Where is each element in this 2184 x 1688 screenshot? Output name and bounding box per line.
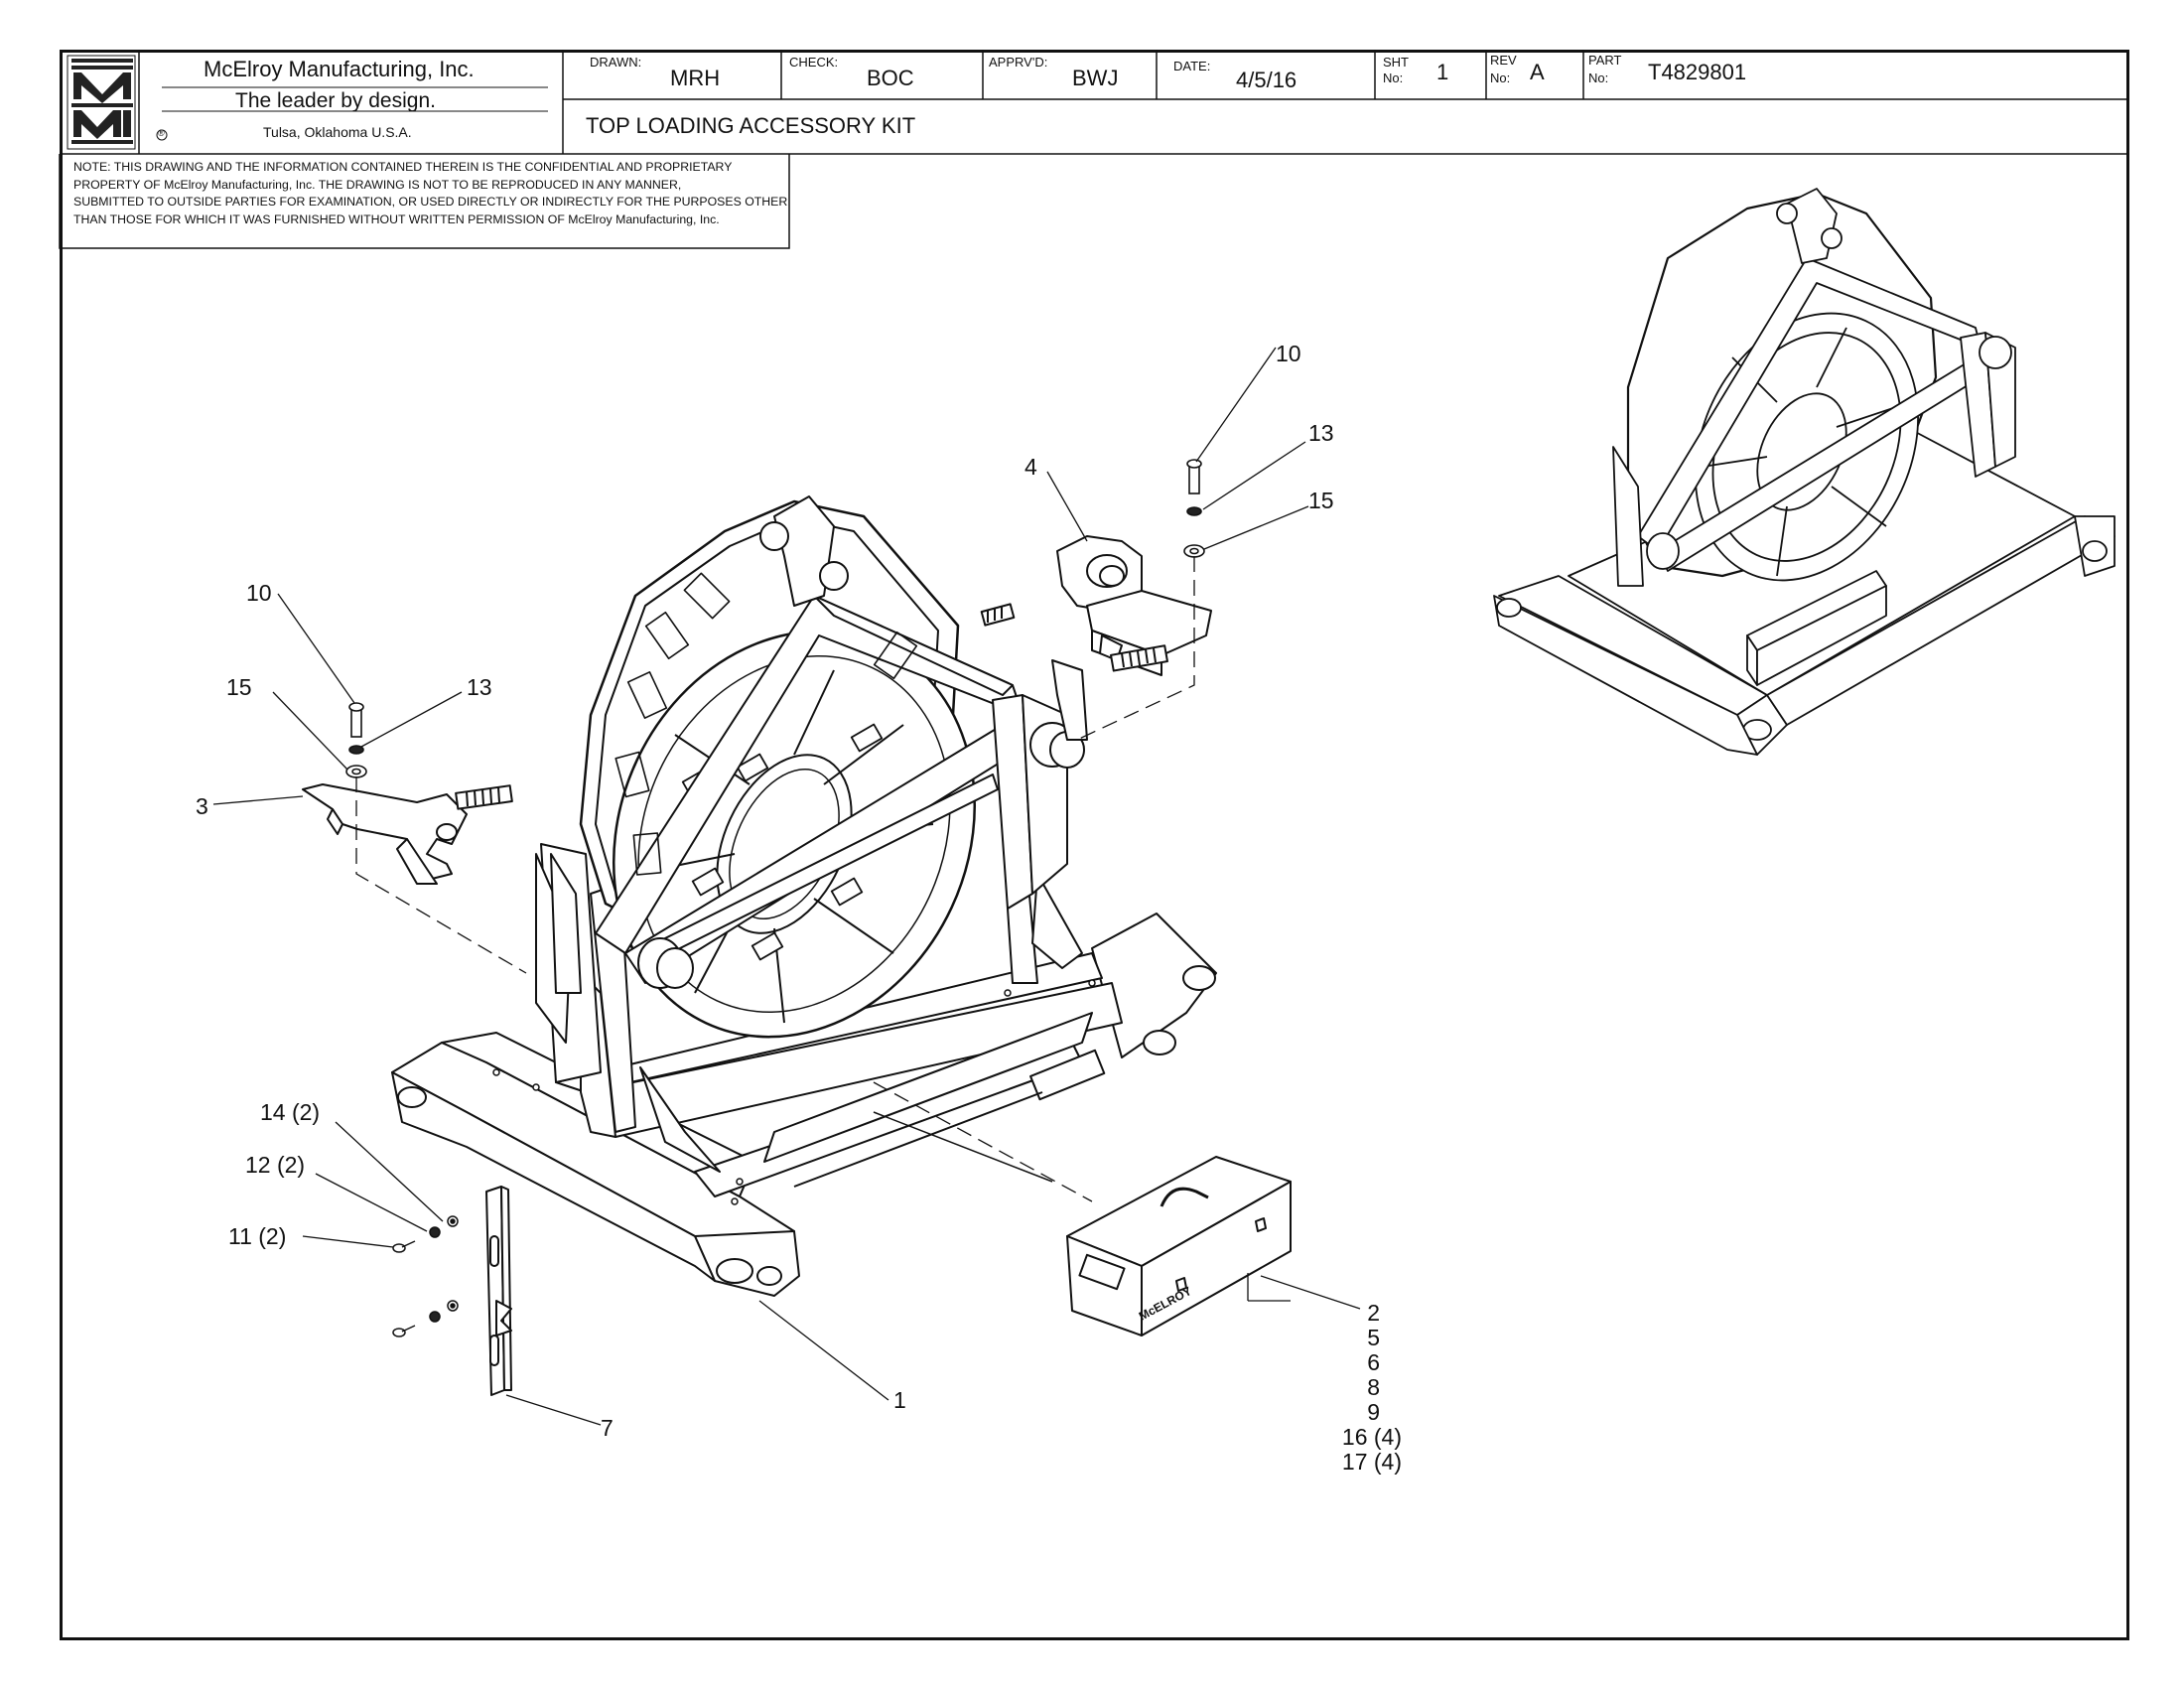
- part-7-stand: [485, 1186, 512, 1396]
- part-label-1: PART: [1588, 53, 1622, 68]
- assembled-view: [1493, 188, 2116, 756]
- sheet-value: 1: [1436, 60, 1449, 84]
- approved-value: BWJ: [1072, 66, 1119, 90]
- callout-14: 14 (2): [260, 1099, 320, 1125]
- callout-13-left: 13: [467, 674, 492, 700]
- callout-13-right: 13: [1308, 420, 1334, 446]
- toolbox-callout: 9: [1367, 1399, 1380, 1425]
- toolbox-callout: 6: [1367, 1349, 1380, 1375]
- note-line: NOTE: THIS DRAWING AND THE INFORMATION C…: [73, 160, 733, 174]
- toolbox: [1066, 1156, 1292, 1336]
- part-label-2: No:: [1588, 70, 1609, 85]
- title-block-grid: [59, 50, 2129, 249]
- confidentiality-note: NOTE: THIS DRAWING AND THE INFORMATION C…: [73, 159, 788, 228]
- hardware-small: [392, 1215, 459, 1337]
- registered-mark: ®: [158, 128, 165, 138]
- mmi-logo: [67, 55, 136, 150]
- drawn-label: DRAWN:: [590, 55, 642, 70]
- drawn-value: MRH: [670, 66, 721, 90]
- note-line: THAN THOSE FOR WHICH IT WAS FURNISHED WI…: [73, 211, 720, 226]
- callout-10-right: 10: [1276, 341, 1301, 366]
- date-label: DATE:: [1173, 59, 1211, 73]
- check-label: CHECK:: [789, 55, 839, 70]
- sheet-label-1: SHT: [1383, 55, 1409, 70]
- leader-lines: [212, 347, 1361, 1426]
- rev-label-1: REV: [1490, 53, 1517, 68]
- callout-3: 3: [196, 793, 208, 819]
- callout-10-left: 10: [246, 580, 272, 606]
- drawing-title: TOP LOADING ACCESSORY KIT: [586, 113, 916, 138]
- sheet-label-2: No:: [1383, 70, 1404, 85]
- callout-7: 7: [601, 1415, 614, 1441]
- approved-label: APPRV'D:: [989, 55, 1048, 70]
- callout-4: 4: [1024, 454, 1037, 480]
- registered-mark-circle: [156, 129, 168, 141]
- assembly-dashed-lines: [355, 556, 1195, 1202]
- toolbox-callout: 2: [1367, 1300, 1380, 1326]
- check-value: BOC: [867, 66, 914, 90]
- toolbox-callout: 5: [1367, 1325, 1380, 1350]
- hardware-left: [345, 702, 367, 778]
- callout-11: 11 (2): [228, 1223, 286, 1249]
- callout-15-left: 15: [226, 674, 252, 700]
- date-value: 4/5/16: [1236, 68, 1297, 92]
- part-number: T4829801: [1648, 60, 1747, 84]
- toolbox-callout: 8: [1367, 1374, 1380, 1400]
- part-3-bracket: [302, 783, 513, 885]
- hardware-right: [1183, 459, 1205, 558]
- callout-labels: 10 13 15 4 10 15 13 3 14 (2) 12 (2) 11 (…: [196, 341, 1402, 1475]
- drawing-border: [60, 50, 2129, 1640]
- callout-12: 12 (2): [245, 1152, 305, 1178]
- main-fusion-machine: [391, 495, 1217, 1297]
- toolbox-callout: 16 (4): [1342, 1424, 1402, 1450]
- rev-value: A: [1530, 60, 1545, 84]
- toolbox-callout: 17 (4): [1342, 1449, 1402, 1475]
- part-4-bracket: [1056, 535, 1212, 676]
- callout-1: 1: [893, 1387, 906, 1413]
- company-location: Tulsa, Oklahoma U.S.A.: [263, 124, 412, 140]
- company-name: McElroy Manufacturing, Inc.: [204, 57, 475, 81]
- rev-label-2: No:: [1490, 70, 1511, 85]
- note-line: SUBMITTED TO OUTSIDE PARTIES FOR EXAMINA…: [73, 195, 788, 209]
- callout-15-right: 15: [1308, 488, 1334, 513]
- note-line: PROPERTY OF McElroy Manufacturing, Inc. …: [73, 177, 682, 192]
- company-slogan: The leader by design.: [235, 89, 436, 112]
